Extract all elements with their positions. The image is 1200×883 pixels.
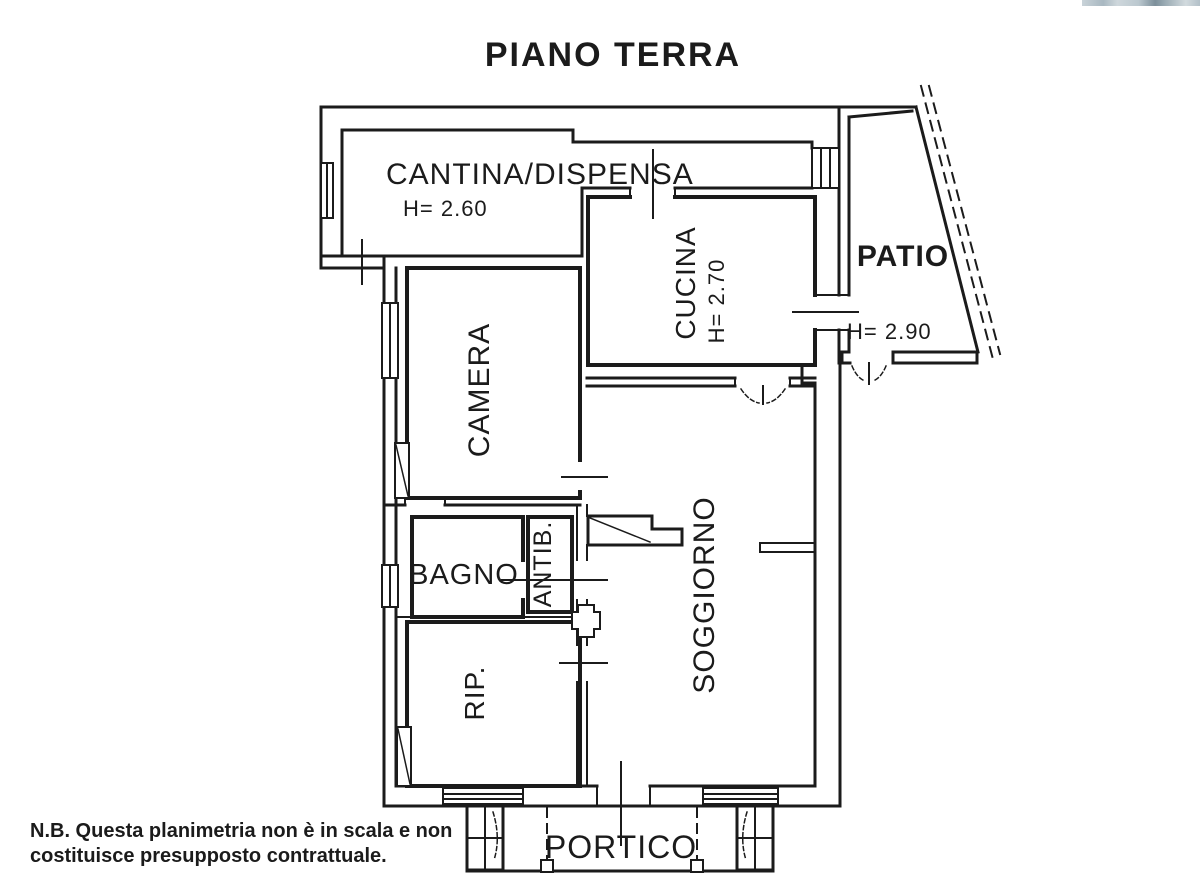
portico-column-base-left — [540, 859, 554, 873]
door-soggiorno-stem — [734, 377, 791, 405]
portico-pillar-right-lines — [736, 805, 774, 871]
wall-rip-room — [405, 620, 582, 788]
top-edge-artifact — [1082, 0, 1200, 6]
labels: PIANO TERRA CANTINA/DISPENSA H= 2.60 CUC… — [30, 36, 949, 867]
patio-dashed-diagonal — [919, 84, 1002, 365]
pillar-cross — [571, 604, 601, 638]
door-rect-camera-diag — [395, 444, 409, 497]
room-height-cantina: H= 2.60 — [403, 196, 488, 221]
window-bottom-right-mid — [702, 793, 779, 800]
door-hall-jambs — [404, 497, 446, 506]
disclaimer-line-1: N.B. Questa planimetria non è in scala e… — [30, 820, 452, 842]
door-cucina-patio — [792, 294, 859, 331]
portico-pillar-right-arc — [742, 811, 748, 861]
door-soggiorno-arcs — [739, 387, 787, 404]
wall-patio-diagonal — [914, 105, 980, 354]
portico-structure — [465, 804, 775, 873]
window-bottom-left-mid — [442, 793, 524, 800]
window-band-right — [811, 147, 840, 189]
wall-patio-top-inner — [847, 109, 914, 119]
room-height-cucina: H= 2.70 — [704, 259, 729, 344]
room-label-cantina: CANTINA/DISPENSA — [386, 158, 694, 191]
room-label-soggiorno: SOGGIORNO — [688, 496, 721, 693]
window-bottom-left — [442, 787, 524, 805]
room-label-portico: PORTICO — [545, 829, 697, 865]
room-height-patio: H= 2.90 — [847, 319, 932, 344]
stairs-block — [586, 514, 684, 547]
wall-soggiorno-stub — [759, 542, 816, 553]
door-rect-rip-diag — [397, 728, 411, 785]
wall-cantina-room — [340, 128, 814, 258]
windows — [320, 147, 840, 805]
portico-pillar-left-lines — [466, 805, 504, 871]
door-patio-arcs — [851, 365, 887, 382]
stairs-diagonal — [589, 517, 651, 543]
room-label-cucina: CUCINA — [670, 226, 701, 339]
wall-right — [800, 361, 842, 808]
dashed-line-2 — [927, 84, 1002, 356]
interior-walls — [340, 128, 817, 788]
room-label-camera: CAMERA — [463, 323, 496, 457]
room-label-patio: PATIO — [857, 240, 949, 273]
room-label-ripostiglio: RIP. — [459, 666, 490, 721]
room-label-bagno: BAGNO — [409, 559, 519, 591]
window-band-right-mid — [820, 147, 831, 189]
door-cucina — [629, 149, 676, 219]
portico-dashed-columns — [546, 807, 698, 859]
portico-pillar-left-arc — [492, 811, 498, 861]
doors — [361, 149, 887, 846]
wall-cucina-room — [586, 195, 817, 367]
wall-patio-left — [837, 105, 851, 365]
wall-camera-room — [405, 266, 582, 500]
wall-patio-bottom — [837, 350, 979, 365]
door-portico — [596, 761, 651, 846]
portico-column-base-right — [690, 859, 704, 873]
disclaimer-line-2: costituisce presupposto contrattuale. — [30, 845, 387, 867]
wall-soggiorno-top — [585, 376, 817, 388]
wall-band-bottom — [580, 186, 814, 258]
dashed-line-1 — [919, 84, 996, 365]
window-bottom-right — [702, 787, 779, 805]
room-label-antibagno: ANTIB. — [529, 521, 557, 608]
floor-title: PIANO TERRA — [485, 36, 741, 74]
